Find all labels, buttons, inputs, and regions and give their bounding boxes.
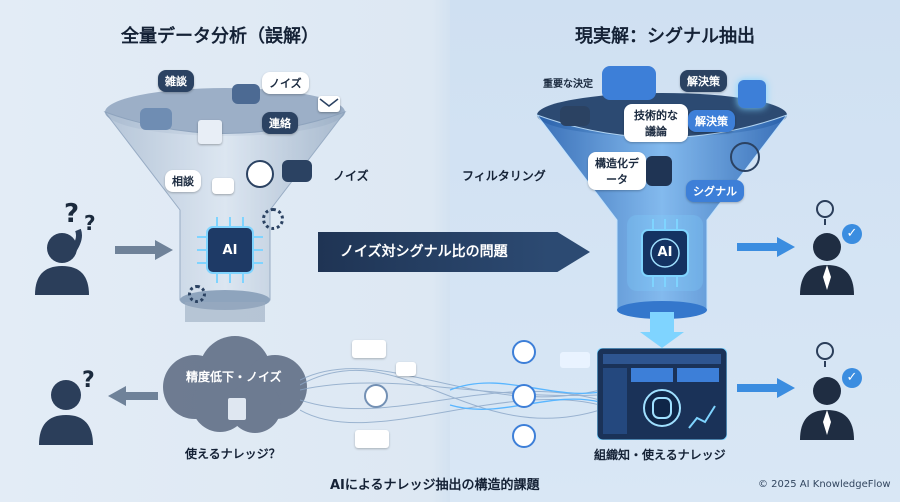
left-bubble-chat: 雑談 [158, 70, 194, 92]
right-ai-chip-text: AI [657, 245, 673, 260]
left-bubble-consult: 相談 [165, 170, 201, 192]
user-card-icon [352, 340, 386, 358]
user-avatar-icon [512, 384, 536, 408]
lightbulb-icon [738, 80, 766, 108]
chat-icon [602, 66, 656, 100]
document-icon [228, 398, 246, 420]
right-filter-label: フィルタリング [462, 169, 546, 183]
ai-chip-icon [627, 215, 703, 291]
user-avatar-icon [512, 424, 536, 448]
footer-caption: AIによるナレッジ抽出の構造的課題 [330, 478, 540, 493]
flow-lines [300, 368, 600, 424]
chat-icon [232, 84, 260, 104]
businessman-icon [800, 342, 854, 440]
checkmark-badge-icon: ✓ [842, 368, 862, 388]
chat-icon [282, 160, 312, 182]
chat-icon [212, 178, 234, 194]
svg-text:?: ? [84, 211, 96, 235]
mail-icon [318, 96, 340, 112]
gear-icon [262, 208, 284, 230]
arrow-back-left [108, 386, 158, 406]
network-icon [730, 142, 760, 172]
right-bubble-structured-data: 構造化データ [588, 152, 646, 190]
globe-icon [246, 160, 274, 188]
right-bubble-signal: シグナル [686, 180, 744, 202]
dashboard-icon [597, 348, 727, 440]
database-icon [646, 156, 672, 186]
ai-chip-icon [197, 217, 263, 283]
left-bubble-contact: 連絡 [262, 112, 298, 134]
copyright: © 2025 AI KnowledgeFlow [758, 479, 891, 490]
user-card-icon [560, 352, 590, 368]
document-icon [198, 120, 222, 144]
chat-icon [140, 108, 172, 130]
cloud-label: 精度低下・ノイズ [186, 370, 282, 384]
right-bottom-label: 組織知・使えるナレッジ [594, 448, 726, 462]
right-bubble-solution-1: 解決策 [680, 70, 727, 92]
user-avatar-icon [364, 384, 388, 408]
user-card-icon [355, 430, 389, 448]
noise-signal-banner: ノイズ対シグナル比の問題 [318, 232, 590, 272]
left-noise-label: ノイズ [333, 169, 369, 183]
left-bottom-label: 使えるナレッジ？ [185, 447, 281, 461]
arrow-to-expert-top [737, 237, 795, 257]
left-title: 全量データ分析（誤解） [121, 26, 319, 47]
businessman-icon [800, 200, 854, 295]
user-avatar-icon [512, 340, 536, 364]
confused-person-icon: ? ? [35, 200, 96, 295]
gear-icon [188, 285, 206, 303]
chat-icon [396, 362, 416, 376]
confused-person-icon: ? [39, 368, 95, 445]
checkmark-badge-icon: ✓ [842, 224, 862, 244]
left-ai-chip-text: AI [222, 243, 238, 258]
right-bubble-discussion: 技術的な議論 [624, 104, 688, 142]
chat-icon [560, 106, 590, 126]
right-bubble-solution-2: 解決策 [688, 110, 735, 132]
arrow-to-funnel [115, 240, 173, 260]
arrow-to-expert-bottom [737, 378, 795, 398]
svg-text:?: ? [64, 200, 79, 229]
left-funnel [103, 88, 347, 322]
right-title: 現実解：シグナル抽出 [575, 26, 755, 47]
left-bubble-noise: ノイズ [262, 72, 309, 94]
right-bubble-decision: 重要な決定 [543, 79, 593, 90]
svg-text:?: ? [82, 368, 95, 393]
